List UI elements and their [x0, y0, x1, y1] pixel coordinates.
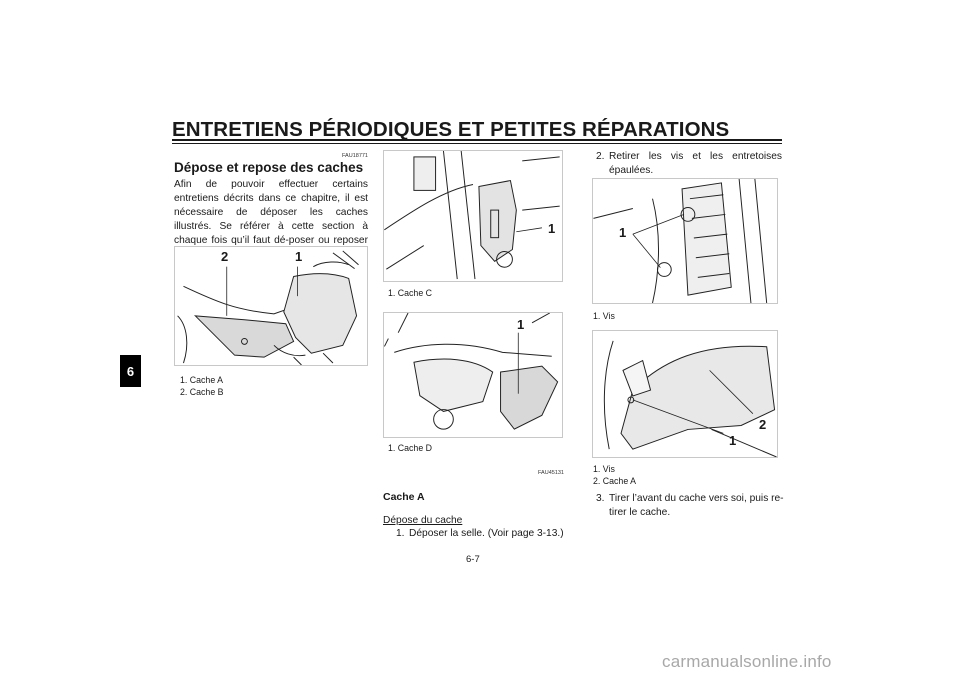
- front-fork-illustration: [384, 151, 560, 280]
- figure-caption-line-2: 2. Cache A: [593, 476, 637, 486]
- section-code-2: FAU45131: [538, 470, 564, 476]
- callout-1: 1: [619, 225, 627, 240]
- step-2: 2. Retirer les vis et les entretoises ép…: [596, 150, 782, 180]
- side-panel-illustration: [603, 340, 777, 457]
- motorcycle-side-illustration: [177, 250, 359, 365]
- callout-1: 1: [548, 221, 556, 236]
- subhead-cache-a: Cache A: [383, 491, 425, 503]
- step-1-number: 1.: [396, 528, 405, 539]
- section-code: FAU18771: [342, 153, 368, 159]
- section-title: Dépose et repose des caches: [174, 160, 364, 175]
- step-3: 3. Tirer l’avant du cache vers soi, puis…: [596, 492, 784, 522]
- watermark: carmanualsonline.info: [662, 652, 832, 671]
- header-rule-thin: [172, 143, 782, 144]
- motorcycle-side-right-illustration: [384, 313, 559, 430]
- step-3-line-1: Tirer l’avant du cache vers soi, puis re…: [609, 493, 784, 504]
- step-2-number: 2.: [596, 151, 605, 162]
- step-1: 1. Déposer la selle. (Voir page 3-13.): [396, 527, 576, 541]
- callout-1: 1: [295, 249, 303, 264]
- heading-depose-du-cache: Dépose du cache: [383, 515, 463, 526]
- figure-caption-line-2: 2. Cache B: [180, 387, 224, 397]
- figure-cache-c: 1: [383, 150, 563, 282]
- figure-caption-line-1: 1. Vis: [593, 464, 615, 474]
- step-2-line-2: épaulées.: [609, 165, 654, 176]
- step-3-line-2: tirer le cache.: [609, 507, 671, 518]
- header-rule-thick: [172, 139, 782, 141]
- figure-caption-cache-d: 1. Cache D: [388, 443, 433, 453]
- figure-caption-vis: 1. Vis: [593, 311, 615, 321]
- figure-vis: 1: [592, 178, 778, 304]
- step-1-text: Déposer la selle. (Voir page 3-13.): [409, 528, 564, 539]
- chapter-tab: 6: [120, 355, 141, 387]
- callout-2: 2: [759, 417, 767, 432]
- page-header-title: ENTRETIENS PÉRIODIQUES ET PETITES RÉPARA…: [172, 118, 730, 141]
- callout-1: 1: [729, 433, 737, 448]
- figure-caches-a-b: 2 1: [174, 246, 368, 366]
- figure-caption-cache-c: 1. Cache C: [388, 288, 433, 298]
- figure-caption-line-1: 1. Cache A: [180, 375, 224, 385]
- callout-2: 2: [221, 249, 229, 264]
- step-3-number: 3.: [596, 493, 605, 504]
- page-number: 6-7: [466, 554, 480, 565]
- figure-vis-cache-a: 2 1: [592, 330, 778, 458]
- step-2-line-1: Retirer les vis et les entretoises: [609, 151, 782, 162]
- callout-1: 1: [517, 317, 525, 332]
- figure-cache-d: 1: [383, 312, 563, 438]
- radiator-illustration: [593, 179, 768, 303]
